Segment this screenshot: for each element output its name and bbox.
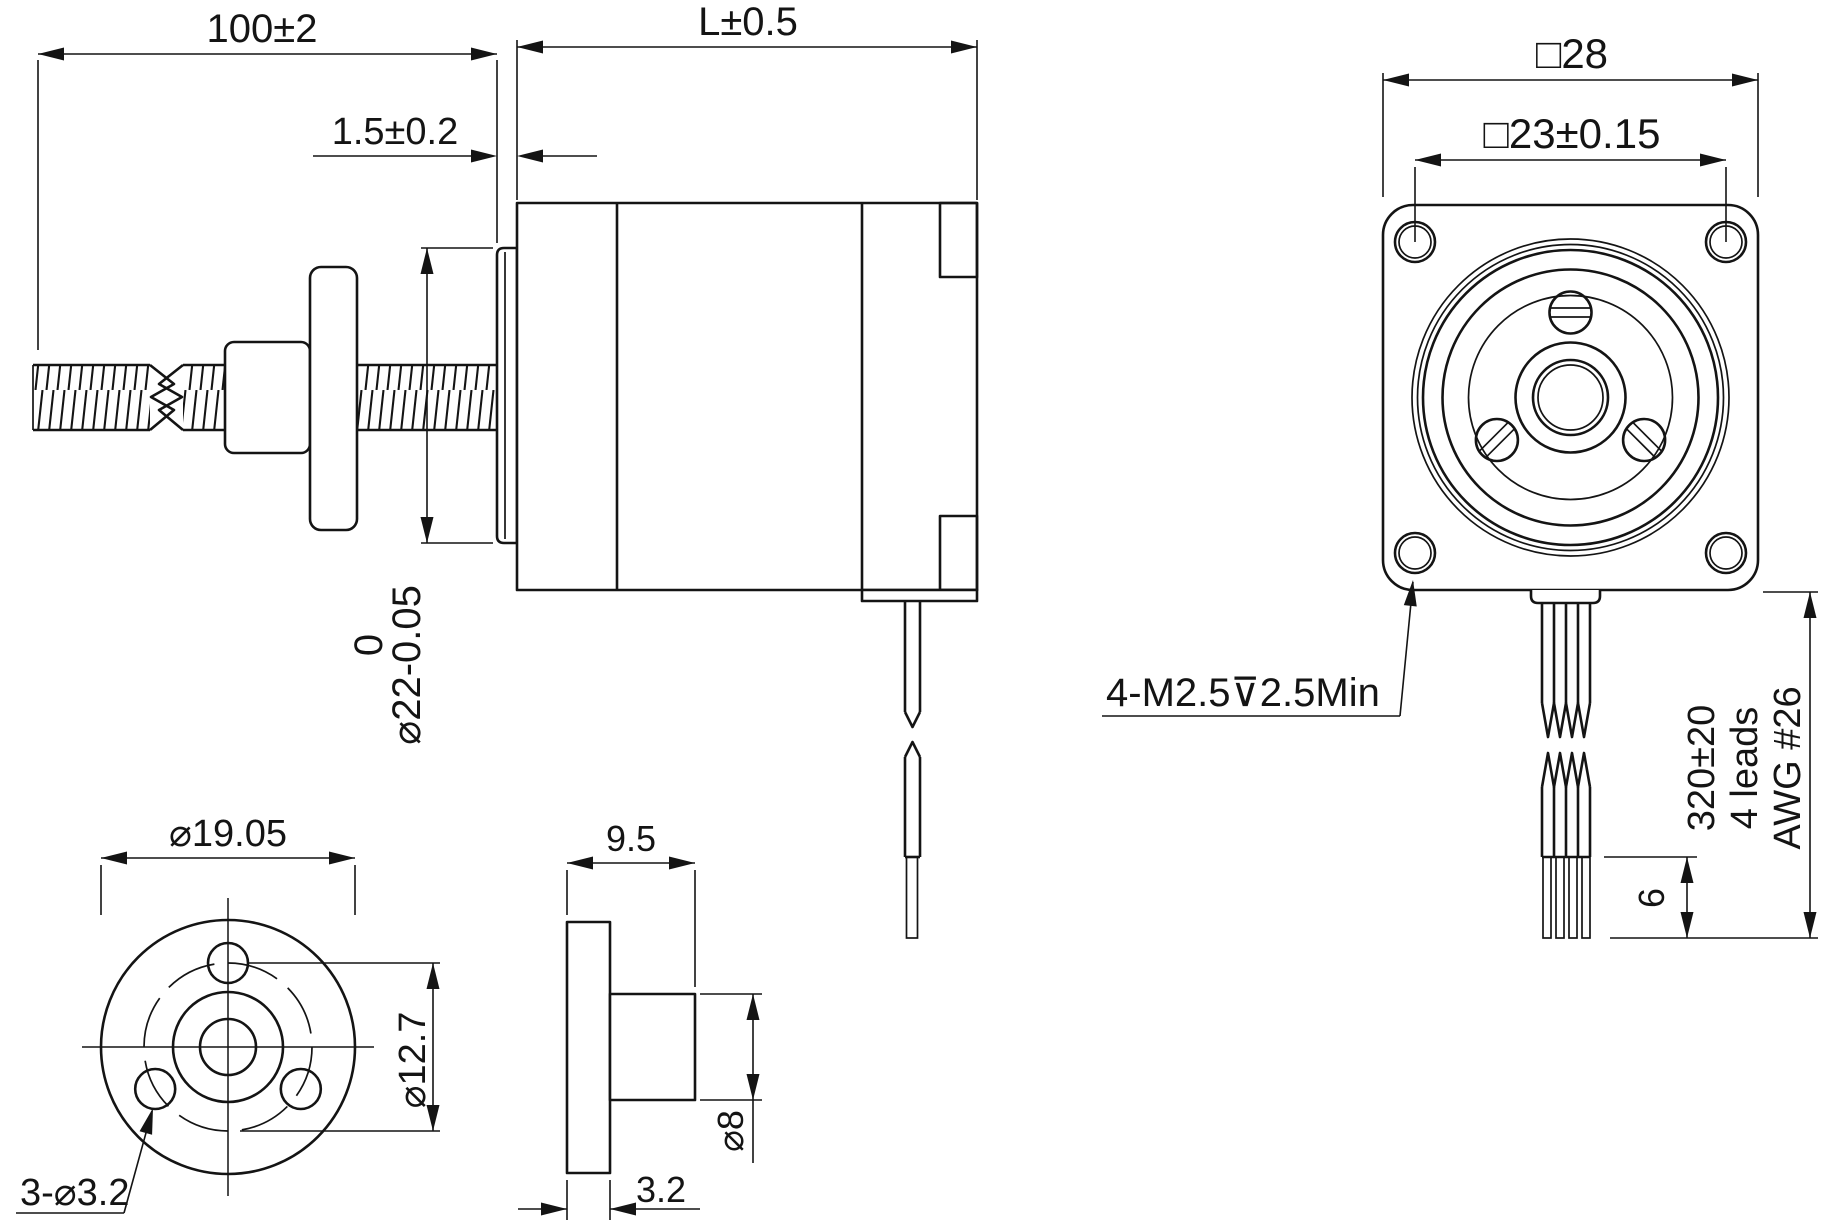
wire-gauge-label: AWG #26 [1767,686,1809,849]
dim-hub-dia: ⌀8 [700,993,762,1163]
rear-tab-top [938,201,979,279]
dim-boss-protrusion-label: 1.5±0.2 [332,111,459,153]
bore-circle [198,1017,258,1077]
dim-boss-dia-label: ⌀22-0.05 [385,585,429,745]
pilot-boss [495,246,519,545]
face-recess-circle [1467,294,1674,501]
flange-outer-circle [99,918,357,1176]
dim-hub-dia-label: ⌀8 [710,1110,751,1152]
lead-bundle [1529,590,1602,939]
bundle-break-bottom [1540,701,1592,739]
dim-screw-length-label: 100±2 [207,7,318,51]
dim-flange-dia-label: ⌀19.05 [169,813,287,855]
bolt-circle [143,962,313,1132]
dim-mount-hole-spacing-label: □23±0.15 [1484,110,1661,157]
dim-mount-hole-spacing: □23±0.15 [1414,110,1727,242]
dim-boss-dia-upper-tol: 0 [347,634,391,656]
dim-bolt-circle: ⌀12.7 [240,962,440,1132]
dim-flange-thickness-label: 3.2 [636,1169,686,1210]
flange-holes-note: 3-⌀3.2 [16,1106,160,1214]
stripped-leads [1542,856,1591,939]
mounting-plate [1381,203,1760,592]
flange-hole-lower-left [133,1067,177,1111]
motor-lead-side [903,601,922,939]
dim-boss-protrusion: 1.5±0.2 [313,111,597,163]
dim-strip-length: 6 [1604,856,1697,938]
mount-hole-note-label: 4-M2.5⊽2.5Min [1106,671,1380,715]
flange-holes-note-label: 3-⌀3.2 [20,1172,130,1214]
hub-section [608,992,697,1102]
dim-bolt-circle-label: ⌀12.7 [392,1012,434,1109]
flange-outline-circle [1441,268,1700,527]
nut-front-view: ⌀19.05 ⌀12.7 3-⌀3.2 [16,813,440,1214]
dim-flange-dia: ⌀19.05 [100,813,356,915]
rear-bottom-plate [860,588,979,603]
dim-nut-width: 9.5 [566,818,696,987]
screw-head-lower-right [1621,417,1667,463]
center-bore-inner [1537,364,1604,431]
nut-side-view: 9.5 ⌀8 3.2 [518,818,762,1220]
screw-head-top [1548,290,1593,335]
lead-stripped-end [905,856,919,939]
dim-boss-dia: ⌀22-0.05 0 [347,247,493,745]
dim-square-size: □28 [1382,30,1759,197]
screw-thread-mid [183,365,225,430]
lead-count-label: 4 leads [1724,707,1766,830]
screw-head-lower-left [1474,417,1520,463]
side-view: 100±2 L±0.5 1.5±0.2 ⌀22-0.05 0 [32,0,979,939]
nut-flange [308,265,359,532]
pilot-boss-rings [1411,238,1730,557]
dim-lead-length: 320±20 4 leads AWG #26 [1610,591,1818,939]
motor-body [515,201,979,592]
hub-circle [1514,341,1627,454]
screw-break-right [157,363,184,431]
dim-body-length: L±0.5 [516,0,978,200]
dim-nut-width-label: 9.5 [606,818,656,859]
dim-strip-length-label: 6 [1631,888,1672,908]
flange-hole-lower-right [279,1067,323,1111]
screw-thread-left [33,365,150,430]
dim-square-size-label: □28 [1536,30,1608,77]
corner-hole-bottom-left [1393,531,1437,575]
flange-disc-section [565,920,612,1175]
center-bore-outer [1531,358,1610,437]
dim-screw-length: 100±2 [37,7,498,350]
hub-circle-front [171,990,285,1104]
dim-lead-length-label: 320±20 [1681,705,1723,832]
dim-body-length-label: L±0.5 [698,0,798,44]
dim-flange-thickness: 3.2 [518,1169,700,1220]
corner-hole-bottom-right [1704,531,1748,575]
mount-hole-note: 4-M2.5⊽2.5Min [1102,579,1420,717]
drive-nut-body [223,340,312,455]
front-view: □28 □23±0.15 4-M2.5⊽2.5Min 320±20 4 l [1102,30,1818,939]
wire-exit-boot [1529,590,1602,605]
